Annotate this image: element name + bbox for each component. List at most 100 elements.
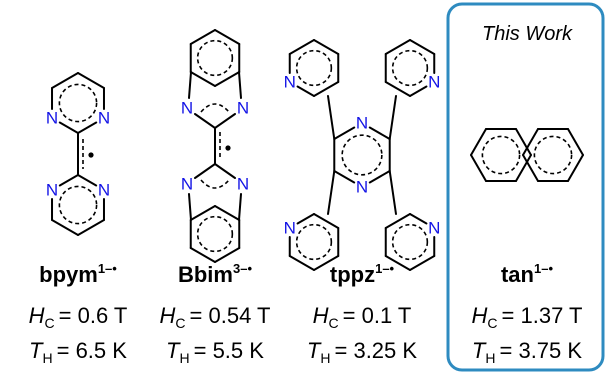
nitrogen-atom: N [181,175,193,194]
nitrogen-atom: N [237,175,249,194]
this-work-label: This Work [482,23,573,45]
tppz-pyridine-ring-2-bond [313,255,340,271]
bbim-top-benzene-bond [214,71,241,87]
th-bbim: TH= 5.5 K [166,338,264,366]
tppz-pyridine-ring-0-bond [313,39,340,55]
tan-right-ring-aromatic-circle [533,135,573,175]
tppz-pyridine-ring-0-bond [313,81,340,97]
hc-tan: HC= 1.37 T [472,303,583,331]
bbim-top-benzene-bond [189,29,216,45]
tppz-pyridine-ring-3-bond [409,213,428,225]
nitrogen-atom: N [98,181,110,200]
bbim-bottom-imidazole-bond [188,193,192,221]
tppz-pyridine-ring-0-aromatic-circle [295,49,333,87]
bpym-top-ring-aromatic-circle [58,83,98,123]
hc-bpym: HC= 0.6 T [29,303,128,331]
hc-bbim: HC= 0.54 T [160,303,271,331]
bpym-structure: N N N N [46,72,110,236]
nitrogen-atom: N [98,109,110,128]
this-work-box [446,2,605,372]
bpym-bottom-ring-bond [77,174,98,187]
tppz-pyridine-ring-3-bond [384,213,411,229]
bbim-structure: N N N N [181,29,249,263]
name-bpym: bpym1–• [39,261,117,287]
tan-left-ring-bond [470,154,487,182]
tppz-pyridine-ring-3-bond [384,255,411,271]
tppz-pyridine-link [388,95,397,140]
tppz-pyridine-ring-3-bond [409,255,436,271]
name-tan: tan1–• [501,261,553,287]
bbim-bottom-benzene-bond [214,247,241,263]
bbim-bottom-aromatic-arc [200,179,230,189]
radical-dot [225,145,231,151]
bpym-bottom-ring-aromatic-circle [58,185,98,225]
tan-right-ring-bond [522,154,539,182]
bbim-top-imidazole-bond [238,71,242,99]
bbim-bottom-benzene-aromatic-circle [196,215,234,253]
bbim-bottom-benzene-bond [214,205,241,221]
tppz-pyridine-ring-0-bond [288,39,315,55]
tppz-central-ring-aromatic-circle [341,134,383,176]
nitrogen-atom: N [356,114,368,133]
tan-left-ring-bond [470,128,487,156]
bpym-bottom-ring-bond [77,219,105,236]
th-tan: TH= 3.75 K [472,338,582,366]
th-bpym: TH= 6.5 K [29,338,127,366]
nitrogen-atom: N [356,178,368,197]
tan-right-ring-bond [567,154,584,182]
tppz-pyridine-ring-2-bond [313,213,340,229]
nitrogen-atom: N [237,99,249,118]
name-bbim: Bbim3–• [178,261,252,287]
radical-dot [88,152,94,158]
bbim-bottom-imidazole-bond [214,163,236,179]
nitrogen-atom: N [46,181,58,200]
bbim-bottom-benzene-bond [189,247,216,263]
tan-right-ring-bond [522,128,539,156]
bpym-bottom-ring-bond [51,219,79,236]
tppz-pyridine-link [327,95,336,140]
tppz-pyridine-link [327,170,336,215]
tppz-pyridine-ring-1-bond [409,85,428,97]
tppz-pyridine-ring-2-aromatic-circle [295,223,333,261]
nitrogen-atom: N [428,73,440,92]
tan-left-ring-aromatic-circle [481,135,521,175]
nitrogen-atom: N [284,73,296,92]
bbim-top-benzene-bond [214,29,241,45]
tppz-central-ring-bond [368,126,391,140]
nitrogen-atom: N [284,219,296,238]
bbim-top-imidazole-bond [214,113,236,129]
tppz-pyridine-link [388,170,397,215]
bbim-top-imidazole-bond [194,113,216,129]
bbim-bottom-imidazole-bond [194,163,216,179]
bbim-top-benzene-aromatic-circle [196,39,234,77]
tan-structure [470,128,584,182]
bpym-top-ring-bond [58,121,79,134]
bbim-bottom-imidazole-bond [238,193,242,221]
tppz-pyridine-ring-2-bond [288,255,315,271]
bpym-top-ring-bond [77,121,98,134]
tan-right-ring-bond [567,128,584,156]
tppz-pyridine-ring-1-bond [409,39,436,55]
tppz-structure: N N N N N N [284,39,440,271]
tppz-central-ring-bond [368,170,391,184]
tppz-pyridine-ring-1-bond [384,81,411,97]
nitrogen-atom: N [428,219,440,238]
nitrogen-atom: N [46,109,58,128]
tan-left-ring-bond [515,128,532,156]
bpym-top-ring-bond [51,72,79,89]
bpym-top-ring-bond [77,72,105,89]
bbim-top-imidazole-bond [188,71,192,99]
tppz-central-ring-bond [333,126,356,140]
bpym-bottom-ring-bond [58,174,79,187]
bbim-bottom-benzene-bond [189,205,216,221]
bbim-top-aromatic-arc [200,103,230,113]
name-tppz: tppz1–• [330,261,395,287]
tppz-pyridine-ring-1-aromatic-circle [391,49,429,87]
tppz-pyridine-ring-2-bond [296,213,315,225]
tan-left-ring-bond [515,154,532,182]
bbim-top-benzene-bond [189,71,216,87]
th-tppz: TH= 3.25 K [307,338,417,366]
nitrogen-atom: N [181,99,193,118]
hc-tppz: HC= 0.1 T [313,303,412,331]
